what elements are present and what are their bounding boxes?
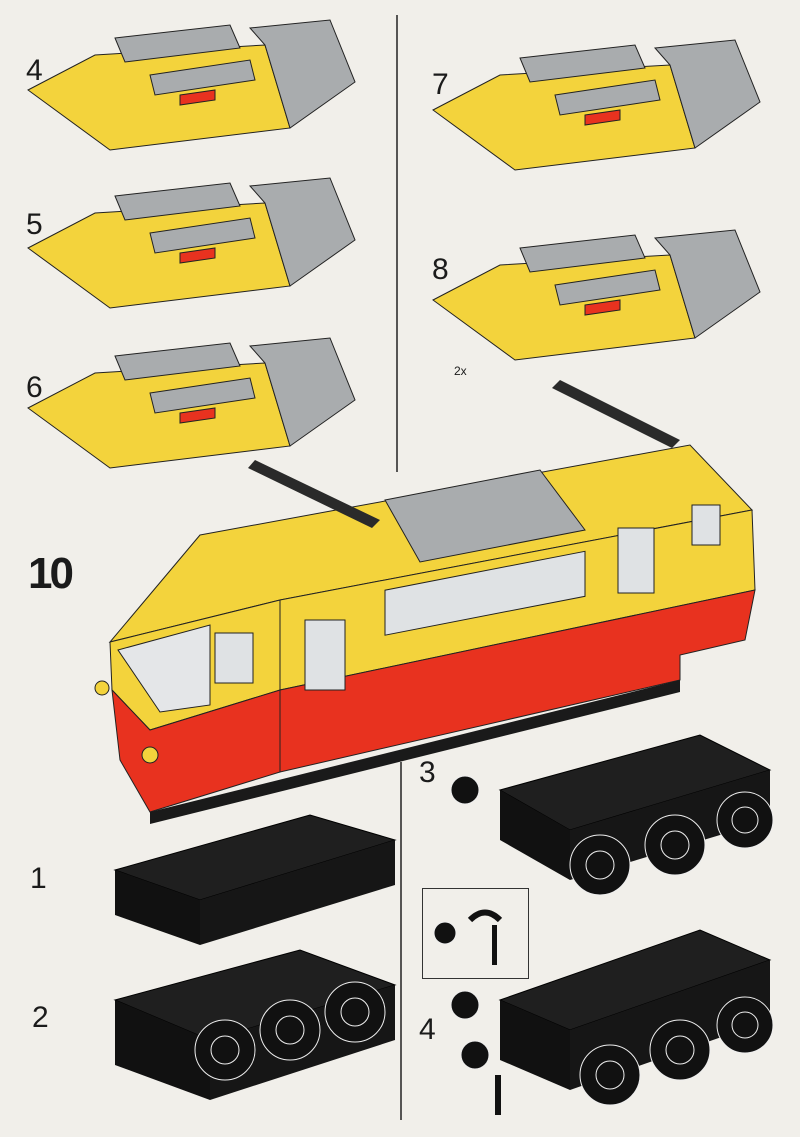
roof-plate xyxy=(554,79,661,116)
train-cab-window xyxy=(691,504,721,546)
inset-parts xyxy=(433,909,503,965)
train-window xyxy=(384,550,586,636)
step-number: 5 xyxy=(26,208,43,241)
step-number: 4 xyxy=(419,1013,436,1046)
roof-grey xyxy=(248,177,356,287)
roof-grey xyxy=(653,39,761,149)
pantograph xyxy=(248,460,380,528)
roof-plate xyxy=(114,342,241,381)
step-number: 4 xyxy=(26,54,43,87)
roof-plate xyxy=(554,269,661,306)
roof-red-tile xyxy=(179,89,216,106)
quantity-label: 2x xyxy=(454,364,467,378)
pantograph xyxy=(552,380,680,448)
roof-subassembly xyxy=(432,229,761,361)
train-model xyxy=(94,380,756,824)
roof-grey xyxy=(248,19,356,129)
step1-plate xyxy=(113,814,397,945)
roof-red-tile xyxy=(584,299,621,316)
roof-plate xyxy=(149,59,256,96)
roof-grey xyxy=(248,337,356,447)
train-door-window xyxy=(304,619,346,691)
train-end-red xyxy=(111,688,281,813)
roof-red-tile xyxy=(179,407,216,424)
roof-plate xyxy=(519,44,646,83)
step-number: 6 xyxy=(26,371,43,404)
roof-subassembly xyxy=(27,177,356,309)
step4-chassis xyxy=(450,929,774,1115)
roof-red-tile xyxy=(179,247,216,264)
parts-callout-box xyxy=(422,888,529,979)
roof-plate xyxy=(114,182,241,221)
roof-red-tile xyxy=(584,109,621,126)
roof-subassembly xyxy=(27,337,356,469)
step-number: 3 xyxy=(419,756,436,789)
step2-chassis xyxy=(113,949,397,1100)
train-cab-window xyxy=(214,632,254,684)
train-base xyxy=(150,680,680,824)
step-number: 7 xyxy=(432,68,449,101)
step-number: 8 xyxy=(432,253,449,286)
roof-grey xyxy=(653,229,761,339)
train-windscreen xyxy=(117,624,211,713)
step-number: 2 xyxy=(32,1001,49,1034)
roof-plate xyxy=(149,377,256,414)
train-roof-grey xyxy=(384,469,586,563)
buffer xyxy=(94,680,110,696)
roof-subassembly xyxy=(432,39,761,171)
roof-plate xyxy=(519,234,646,273)
roof-plate xyxy=(149,217,256,254)
step3-chassis xyxy=(450,734,774,896)
step-number: 1 xyxy=(30,862,47,895)
roof-plate xyxy=(114,24,241,63)
buffer xyxy=(141,746,159,764)
roof-subassembly xyxy=(27,19,356,151)
train-door-window xyxy=(617,527,655,594)
step-number-main: 10 xyxy=(28,549,74,598)
